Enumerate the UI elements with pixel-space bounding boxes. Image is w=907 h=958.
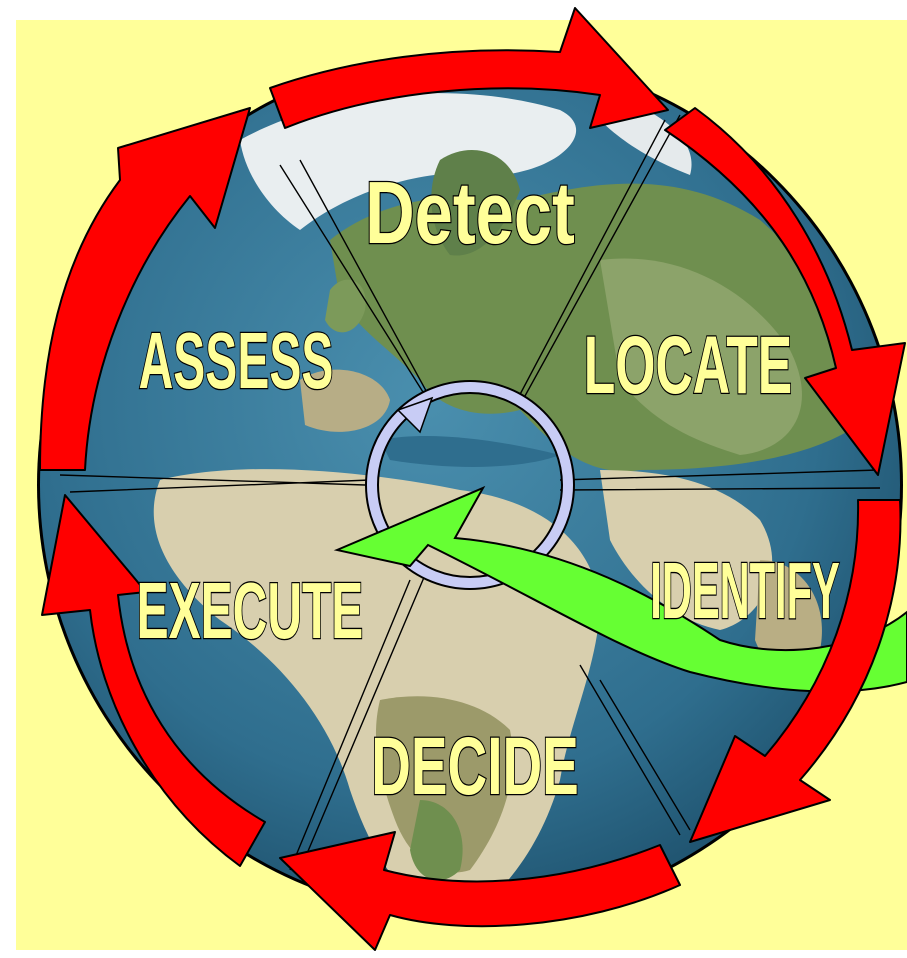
- stage-label-detect: Detect: [365, 164, 575, 262]
- stage-label-locate: LOCATE: [584, 319, 792, 411]
- stage-label-decide: DECIDE: [371, 720, 579, 812]
- stage-label-execute: EXECUTE: [137, 565, 364, 655]
- stage-label-identify: IDENTIFY: [650, 545, 839, 635]
- stage-label-assess: ASSESS: [139, 315, 334, 405]
